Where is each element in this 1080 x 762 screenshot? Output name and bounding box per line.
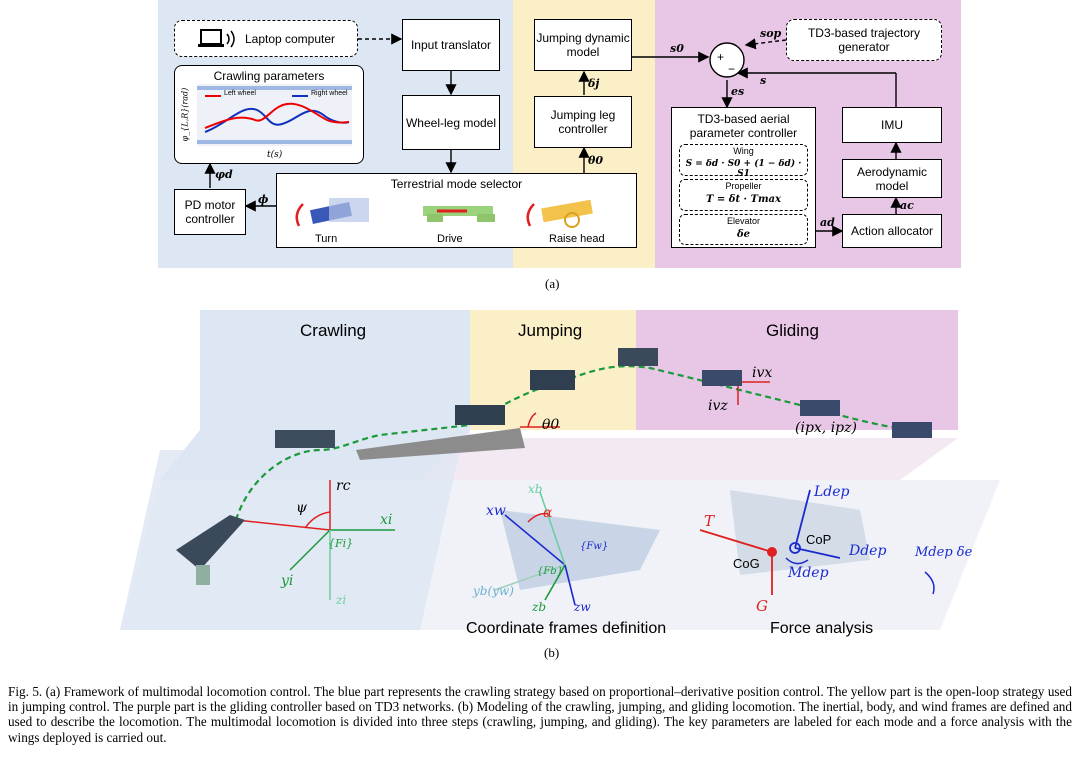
- laptop-label: Laptop computer: [244, 31, 336, 46]
- action-allocator-label: Action allocator: [850, 224, 934, 238]
- sym-zb: zb: [532, 600, 547, 614]
- sym-s0: s0: [670, 42, 684, 55]
- plot-xlabel: t(s): [267, 150, 283, 160]
- sym-es: es: [731, 85, 745, 98]
- crawling-title: Crawling: [300, 321, 367, 340]
- sym-ivx: ivx: [752, 365, 773, 381]
- mode-raise-head-label: Raise head: [549, 233, 605, 245]
- robot-crawl-start: [176, 515, 245, 585]
- sym-ac: ac: [900, 199, 914, 212]
- elevator-equation: δe: [736, 229, 751, 240]
- pd-motor-controller-label: PD motor controller: [184, 198, 236, 226]
- wing-subbox: Wing S = δd · S0 + (1 − δd) · S1: [679, 144, 808, 179]
- sym-rc: rc: [336, 478, 351, 494]
- gliding-title: Gliding: [766, 321, 819, 340]
- sym-sop: sop: [760, 27, 782, 40]
- input-translator-box: Input translator: [402, 19, 500, 71]
- propeller-equation: T = δt · Tmax: [706, 194, 781, 205]
- jumping-title: Jumping: [518, 321, 583, 340]
- plot-ylabel: φ_{L,R}(rad): [180, 87, 190, 142]
- sym-theta0-a: θ0: [588, 154, 603, 167]
- imu-box: IMU: [842, 107, 942, 143]
- td3-aerial-controller-box: TD3-based aerial parameter controller Wi…: [671, 107, 816, 248]
- jumping-leg-controller-box: Jumping leg controller: [534, 96, 632, 148]
- sym-xi: xi: [380, 512, 393, 528]
- sym-Fw: {Fw}: [580, 541, 609, 552]
- wheel-leg-model-label: Wheel-leg model: [405, 115, 497, 130]
- sym-ivz: ivz: [708, 398, 728, 414]
- mode-drive-label: Drive: [437, 233, 463, 245]
- laptop-icon: [197, 28, 235, 47]
- legend-left-wheel: Left wheel: [224, 90, 256, 97]
- sym-T: T: [704, 512, 715, 530]
- turn-robot-icon: [295, 198, 369, 227]
- propeller-subbox: Propeller T = δt · Tmax: [679, 179, 808, 211]
- sym-ad: ad: [820, 216, 835, 229]
- aerodynamic-model-box: Aerodynamic model: [842, 159, 942, 198]
- sym-G: G: [756, 597, 768, 615]
- sym-theta0-b: θ0: [542, 417, 560, 433]
- wing-label: Wing: [733, 146, 754, 156]
- sym-CoG: CoG: [733, 556, 760, 571]
- laptop-computer-box: Laptop computer: [174, 20, 358, 57]
- sym-CoP: CoP: [806, 532, 832, 547]
- sym-L: Ldep: [814, 484, 850, 500]
- propeller-label: Propeller: [725, 181, 762, 191]
- panel-b-background: [120, 310, 1000, 630]
- crawling-parameters-box: Crawling parameters Left wheel Right whe…: [174, 65, 364, 164]
- sym-phi: ϕ: [258, 193, 269, 206]
- action-allocator-box: Action allocator: [842, 214, 942, 248]
- jumping-leg-controller-label: Jumping leg controller: [550, 108, 616, 136]
- sym-pxpz: (ipx, ipz): [795, 420, 857, 436]
- sym-yb: yb(yw): [473, 584, 514, 598]
- terrestrial-mode-title: Terrestrial mode selector: [390, 177, 523, 191]
- sym-xb: xb: [528, 482, 543, 496]
- crawling-parameters-title: Crawling parameters: [213, 69, 325, 83]
- elevator-label: Elevator: [726, 216, 761, 226]
- pd-motor-controller-box: PD motor controller: [174, 189, 246, 235]
- sum-plus: +: [717, 50, 725, 64]
- td3-trajectory-generator-label: TD3-based trajectory generator: [807, 26, 921, 54]
- sym-D: Ddep: [849, 543, 887, 559]
- sym-delta-j: δj: [588, 77, 600, 90]
- coordinate-frames-title: Coordinate frames definition: [466, 620, 667, 637]
- mode-turn-label: Turn: [315, 233, 338, 245]
- sym-zw: zw: [574, 600, 591, 614]
- crawling-plot: [197, 84, 352, 146]
- wheel-leg-model-box: Wheel-leg model: [402, 95, 500, 150]
- force-analysis-title: Force analysis: [770, 620, 874, 637]
- sym-Fi: {Fi}: [328, 537, 354, 550]
- figure-caption: Fig. 5. (a) Framework of multimodal loco…: [8, 684, 1072, 745]
- legend-right-wheel: Right wheel: [311, 90, 348, 97]
- jumping-dynamic-model-box: Jumping dynamic model: [534, 19, 632, 71]
- td3-aerial-controller-title: TD3-based aerial parameter controller: [689, 112, 798, 140]
- drive-robot-icon: [423, 206, 495, 222]
- panel-b-label: (b): [544, 645, 560, 660]
- input-translator-label: Input translator: [410, 38, 492, 52]
- sym-M: Mdep: [788, 565, 829, 581]
- sum-minus: −: [728, 62, 736, 76]
- panel-a-label: (a): [545, 276, 560, 291]
- sym-alpha: α: [543, 505, 553, 521]
- terrestrial-mode-selector-box: Terrestrial mode selector Turn Drive Rai…: [276, 173, 637, 248]
- sym-s: s: [760, 74, 767, 87]
- sym-zi: zi: [336, 593, 347, 607]
- sym-xw: xw: [486, 503, 506, 519]
- sym-phi-d: φd: [215, 168, 233, 181]
- sym-Fb: {Fb}: [537, 566, 564, 577]
- sym-yi: yi: [281, 573, 294, 589]
- elevator-subbox: Elevator δe: [679, 214, 808, 245]
- raise-head-robot-icon: [526, 199, 593, 228]
- wing-equation: S = δd · S0 + (1 − δd) · S1: [685, 159, 802, 179]
- panel-a-connectors: [204, 33, 902, 237]
- jumping-dynamic-model-label: Jumping dynamic model: [536, 31, 630, 59]
- aerodynamic-model-label: Aerodynamic model: [856, 164, 928, 193]
- sym-Mde: Mdep δe: [915, 545, 973, 560]
- td3-trajectory-generator-box: TD3-based trajectory generator: [786, 19, 942, 61]
- sym-psi: ψ: [296, 500, 307, 516]
- imu-label: IMU: [881, 118, 903, 132]
